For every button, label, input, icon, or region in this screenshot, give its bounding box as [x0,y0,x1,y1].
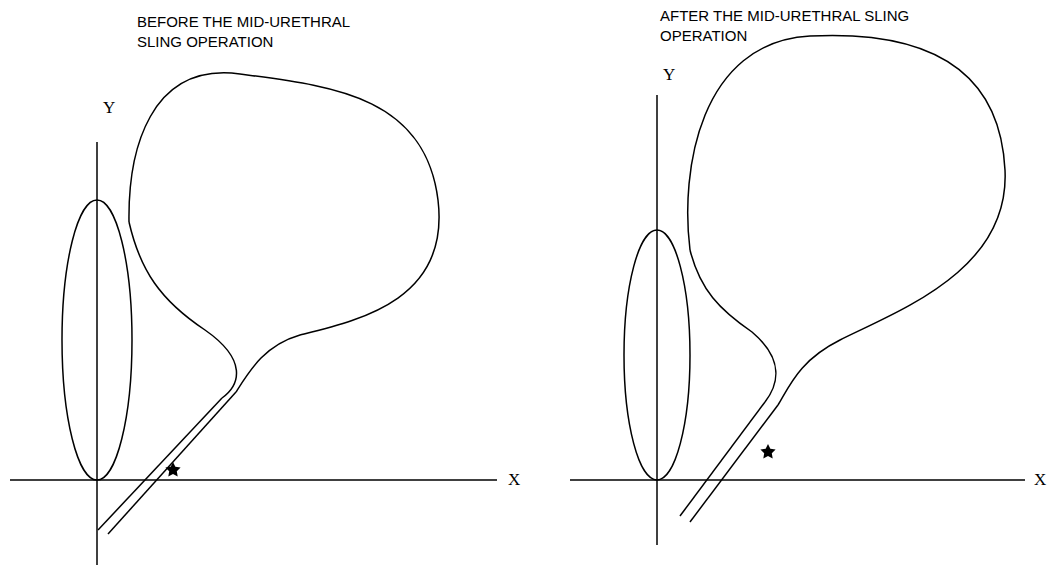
y-axis [96,142,98,565]
axis-label: Y [663,65,675,85]
sling-marker [165,462,180,477]
panel-title: BEFORE THE MID-URETHRAL SLING OPERATION [137,12,387,52]
sling-marker [760,444,775,459]
urethra [680,402,765,516]
x-axis [10,479,497,481]
bladder-neck [129,222,237,398]
pubic-symphysis [62,200,132,480]
x-axis [570,479,1025,481]
bladder-outline [129,73,439,392]
panel-title: AFTER THE MID-URETHRAL SLING OPERATION [660,6,960,46]
bladder-outline [688,35,1005,405]
bladder-neck [690,250,776,402]
y-axis [656,95,658,545]
urethra [690,405,778,522]
urethra [98,398,222,530]
pubic-symphysis [624,230,690,480]
urethra [108,392,236,534]
axis-label: X [508,470,520,490]
axis-label: Y [103,98,115,118]
axis-label: X [1034,470,1046,490]
